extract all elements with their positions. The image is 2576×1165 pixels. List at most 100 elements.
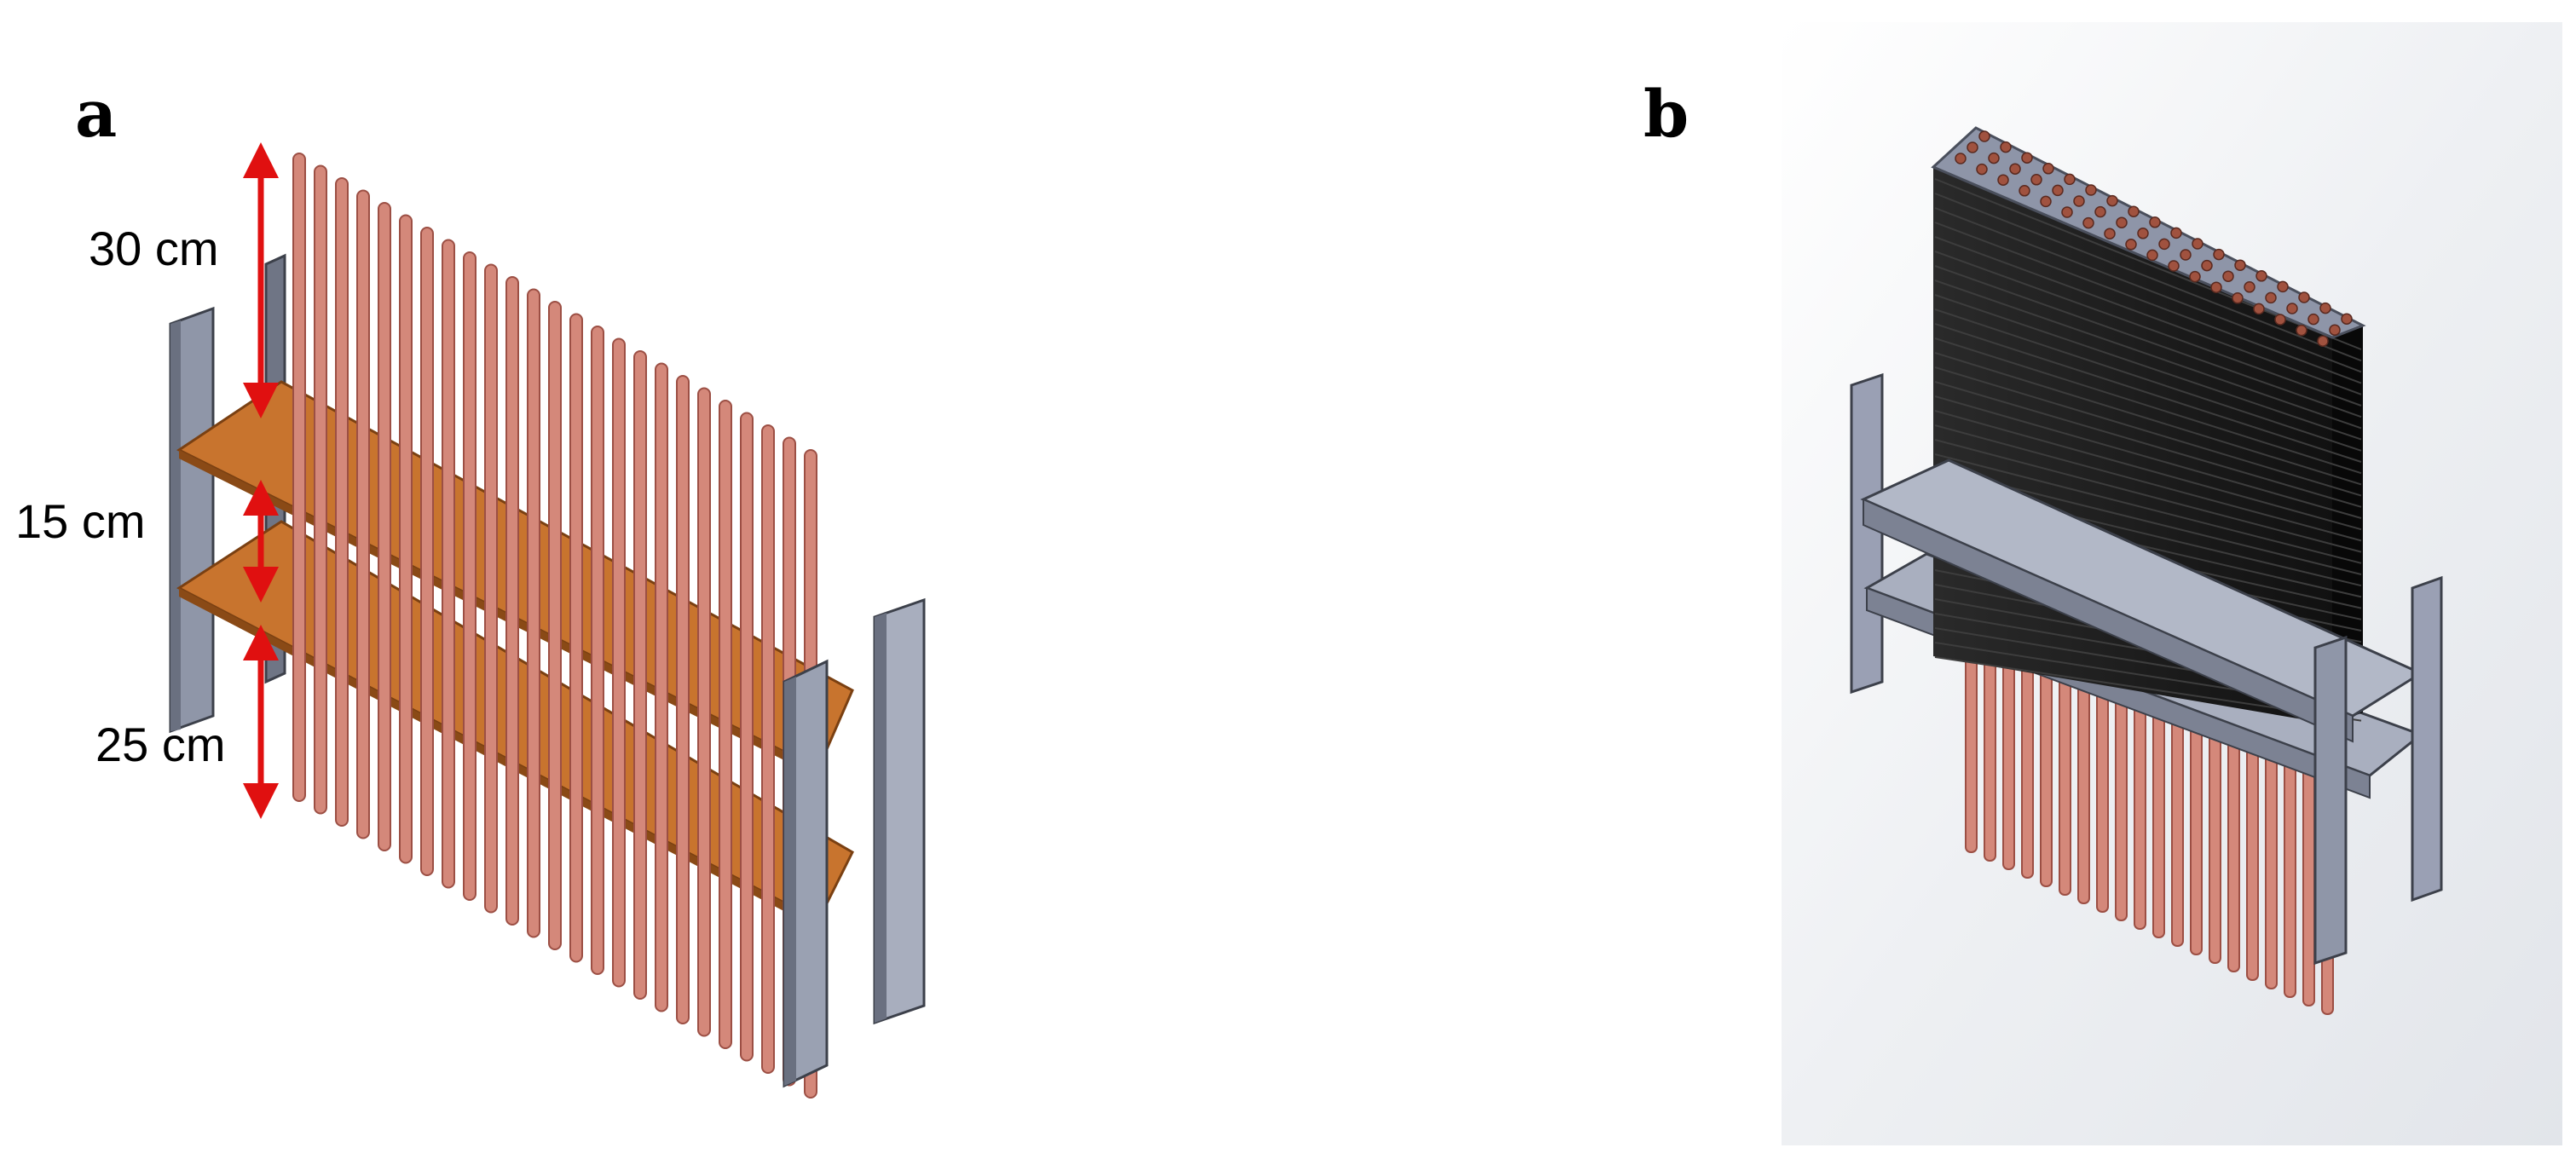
copper-rod [2284, 703, 2296, 998]
rod-hole [2277, 280, 2289, 293]
pcm-layer-line [1934, 265, 2362, 418]
rod-hole [2052, 184, 2064, 197]
rod-hole [2009, 163, 2021, 175]
pcm-layer-line [1934, 207, 2362, 373]
rod-hole [2232, 292, 2244, 304]
dimension-label-top: 30 cm [89, 222, 219, 275]
dimension-label-middle: 15 cm [15, 494, 146, 548]
rod-hole [2296, 324, 2307, 337]
copper-rod [463, 251, 477, 901]
pcm-block-front [1933, 167, 2332, 724]
pcm-layer-line [1934, 453, 2362, 564]
copper-rod [2265, 696, 2278, 989]
pcm-layer-line [1934, 627, 2362, 700]
copper-rod [2040, 614, 2053, 887]
rod-hole [1976, 163, 1988, 176]
copper-rod [676, 375, 690, 1024]
pcm-layer-line [1934, 656, 2362, 722]
copper-rod [2171, 662, 2184, 947]
rod-hole [2253, 303, 2265, 315]
pcm-layer-line [1934, 526, 2362, 620]
copper-rod [335, 177, 349, 827]
pcm-layer-line [1934, 584, 2362, 666]
pcm-block-side [2332, 326, 2363, 724]
rod-hole [2094, 205, 2106, 218]
pcm-layer-line [1934, 294, 2362, 441]
pcm-layer-line [1934, 468, 2362, 575]
copper-rod [356, 189, 370, 839]
pcm-layer-line [1934, 642, 2362, 711]
rod-hole [2137, 228, 2149, 239]
panel-label-b: b [1643, 76, 1689, 152]
rod-hole [2116, 216, 2128, 228]
pcm-layer-line [1934, 222, 2362, 384]
pcm-layer-line [1934, 352, 2362, 486]
pcm-layer-line [1934, 236, 2362, 395]
rod-hole [2192, 238, 2203, 250]
frame-post-right [2411, 575, 2443, 903]
pcm-layer-line [1934, 613, 2362, 688]
copper-rod [655, 362, 668, 1012]
pcm-layer-line [1934, 439, 2362, 553]
pcm-layer-line [1934, 178, 2362, 350]
pcm-layer-line [1934, 251, 2362, 407]
copper-rod [314, 164, 327, 815]
copper-rod [505, 276, 519, 926]
copper-rod [2246, 689, 2259, 981]
panel-label-a: a [75, 76, 118, 152]
shelf-upper [1860, 459, 2424, 718]
rod-hole [2341, 313, 2353, 325]
pcm-layer-line [1934, 497, 2362, 598]
rod-hole [2255, 270, 2267, 282]
rod-hole [2170, 227, 2182, 239]
pcm-layer-line [1934, 555, 2362, 643]
rod-hole [2104, 228, 2116, 239]
rod-hole [2201, 259, 2213, 272]
copper-rod [2321, 717, 2334, 1015]
pcm-layer-line [1934, 410, 2362, 531]
rod-hole [2210, 281, 2222, 293]
rod-hole [2019, 185, 2030, 197]
copper-rod [2190, 669, 2203, 955]
copper-rod [591, 326, 604, 975]
pcm-layer-line [1934, 193, 2362, 362]
rod-hole [2307, 313, 2319, 326]
copper-rod [761, 424, 775, 1074]
copper-rod [2227, 683, 2240, 972]
pcm-layer-line [1934, 280, 2362, 430]
rod-hole [2064, 173, 2076, 186]
rod-hole [1955, 153, 1967, 164]
rod-hole [2042, 163, 2054, 175]
rod-hole [2319, 302, 2331, 314]
rod-hole [2222, 270, 2234, 282]
pcm-layer-line [1934, 511, 2362, 609]
copper-rod [2002, 601, 2015, 870]
copper-rods-a [292, 153, 817, 1099]
rod-hole [2040, 195, 2052, 208]
copper-rod [527, 288, 540, 938]
rod-hole [2329, 324, 2341, 336]
shelf-lower [1863, 552, 2424, 777]
pcm-block-top [1931, 126, 2366, 339]
rod-hole [2146, 249, 2158, 262]
copper-rod [2096, 635, 2109, 913]
frame-post-front [2313, 635, 2348, 966]
rod-hole [1978, 130, 1990, 142]
pcm-layer-line [1934, 381, 2362, 508]
rod-hole [2030, 174, 2042, 186]
copper-rod [2302, 710, 2315, 1006]
copper-rod [2059, 621, 2071, 896]
rod-hole [2085, 184, 2097, 196]
dimension-label-bottom: 25 cm [95, 718, 226, 771]
rod-hole [2073, 195, 2085, 207]
copper-rod [2077, 628, 2090, 904]
pcm-layer-line [1934, 569, 2362, 655]
rod-hole [2168, 260, 2180, 272]
pcm-layer-line [1934, 309, 2362, 452]
rod-hole [2082, 216, 2094, 229]
pcm-layer-line [1934, 323, 2362, 463]
copper-rod [719, 400, 732, 1049]
rod-hole [1988, 152, 2000, 164]
pcm-layer-line [1934, 598, 2362, 677]
rod-hole [2061, 206, 2073, 218]
